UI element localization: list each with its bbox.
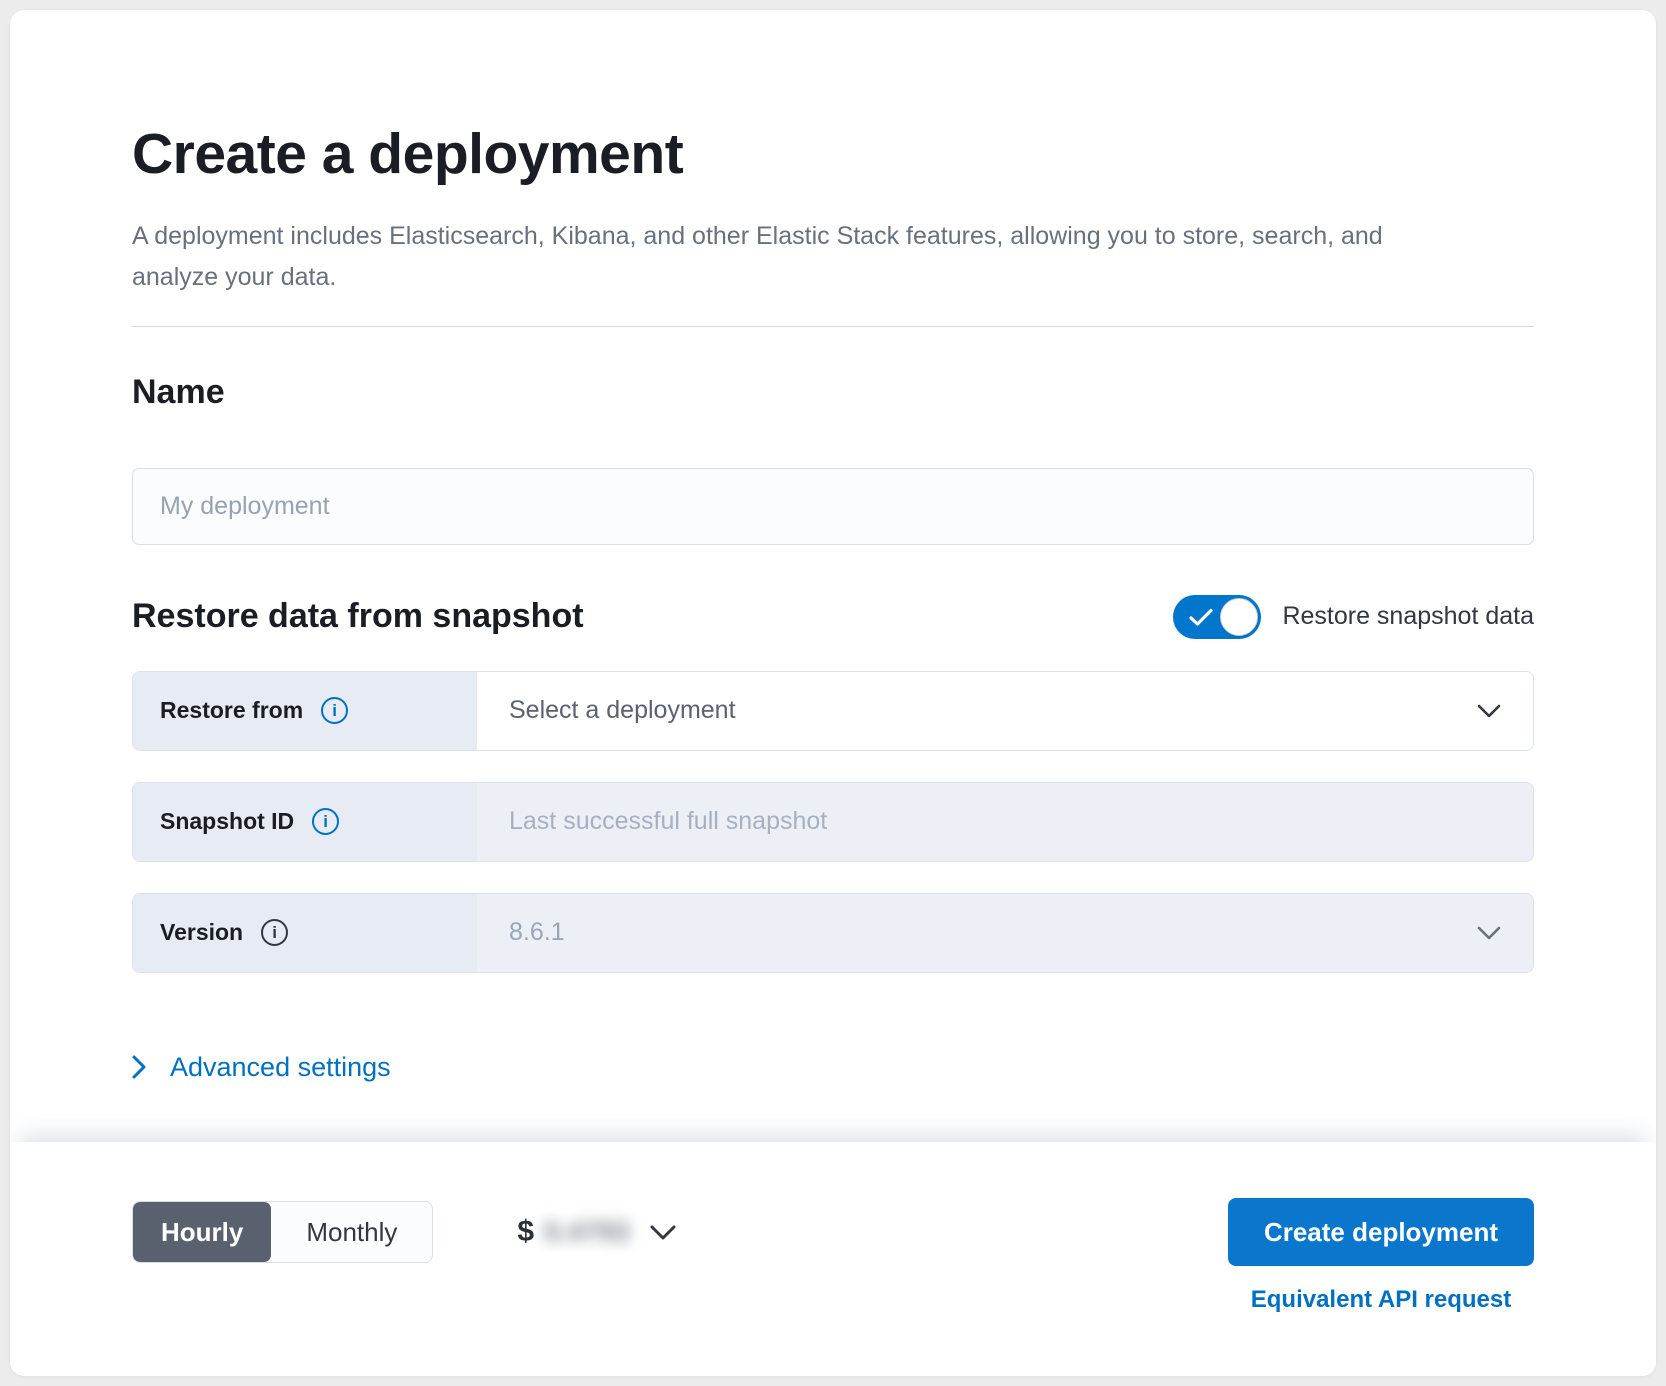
snapshot-id-input [477, 782, 1533, 861]
restore-from-value: Select a deployment [509, 696, 736, 725]
chevron-right-icon [132, 1055, 146, 1079]
price-dropdown[interactable]: $ 0.4793 [517, 1215, 676, 1249]
toggle-track[interactable] [1173, 594, 1262, 639]
billing-option-hourly[interactable]: Hourly [133, 1202, 272, 1262]
create-deployment-card: Create a deployment A deployment include… [10, 10, 1656, 1376]
version-select: 8.6.1 [477, 893, 1533, 972]
restore-form: Restore from i Select a deployment Snaps… [132, 670, 1534, 973]
restore-section-header: Restore data from snapshot Restore snaps… [132, 594, 1534, 639]
version-row: Version i 8.6.1 [132, 892, 1534, 973]
billing-period-toggle: Hourly Monthly [132, 1201, 434, 1263]
restore-snapshot-toggle[interactable]: Restore snapshot data [1173, 594, 1534, 639]
snapshot-id-label: Snapshot ID [160, 808, 295, 835]
version-value: 8.6.1 [509, 918, 565, 947]
restore-section-heading: Restore data from snapshot [132, 597, 584, 636]
snapshot-id-control [477, 782, 1533, 861]
restore-from-label-cell: Restore from i [133, 671, 477, 750]
restore-from-row: Restore from i Select a deployment [132, 670, 1534, 751]
snapshot-id-label-cell: Snapshot ID i [133, 782, 477, 861]
deployment-name-input[interactable] [132, 467, 1534, 545]
check-icon [1189, 608, 1214, 632]
footer-bar: Hourly Monthly $ 0.4793 Create deploymen… [10, 1142, 1656, 1376]
info-icon[interactable]: i [261, 919, 289, 947]
main-content: Create a deployment A deployment include… [10, 10, 1656, 1142]
footer-left: Hourly Monthly $ 0.4793 [132, 1198, 676, 1266]
footer-right: Create deployment Equivalent API request [1228, 1198, 1534, 1314]
equivalent-api-request-link[interactable]: Equivalent API request [1250, 1286, 1512, 1313]
advanced-settings-label: Advanced settings [170, 1051, 391, 1082]
advanced-settings-link[interactable]: Advanced settings [132, 1052, 391, 1083]
price-currency: $ [517, 1215, 535, 1248]
snapshot-id-row: Snapshot ID i [132, 781, 1534, 862]
chevron-down-icon [1477, 704, 1501, 718]
create-deployment-button[interactable]: Create deployment [1228, 1198, 1534, 1266]
page-title: Create a deployment [132, 122, 684, 186]
name-section-heading: Name [132, 372, 225, 411]
toggle-label: Restore snapshot data [1282, 602, 1534, 631]
page-subtitle: A deployment includes Elasticsearch, Kib… [132, 221, 1383, 291]
billing-option-monthly[interactable]: Monthly [306, 1216, 398, 1247]
price-amount-blurred: 0.4793 [544, 1216, 630, 1247]
restore-from-label: Restore from [160, 697, 304, 724]
restore-from-select[interactable]: Select a deployment [477, 671, 1533, 750]
version-label-cell: Version i [133, 893, 477, 972]
info-icon[interactable]: i [321, 697, 349, 725]
info-icon[interactable]: i [312, 808, 340, 836]
header-divider [132, 325, 1534, 327]
version-label: Version [160, 919, 244, 946]
toggle-knob[interactable] [1220, 597, 1259, 636]
chevron-down-icon [650, 1225, 676, 1240]
chevron-down-icon [1477, 926, 1501, 940]
